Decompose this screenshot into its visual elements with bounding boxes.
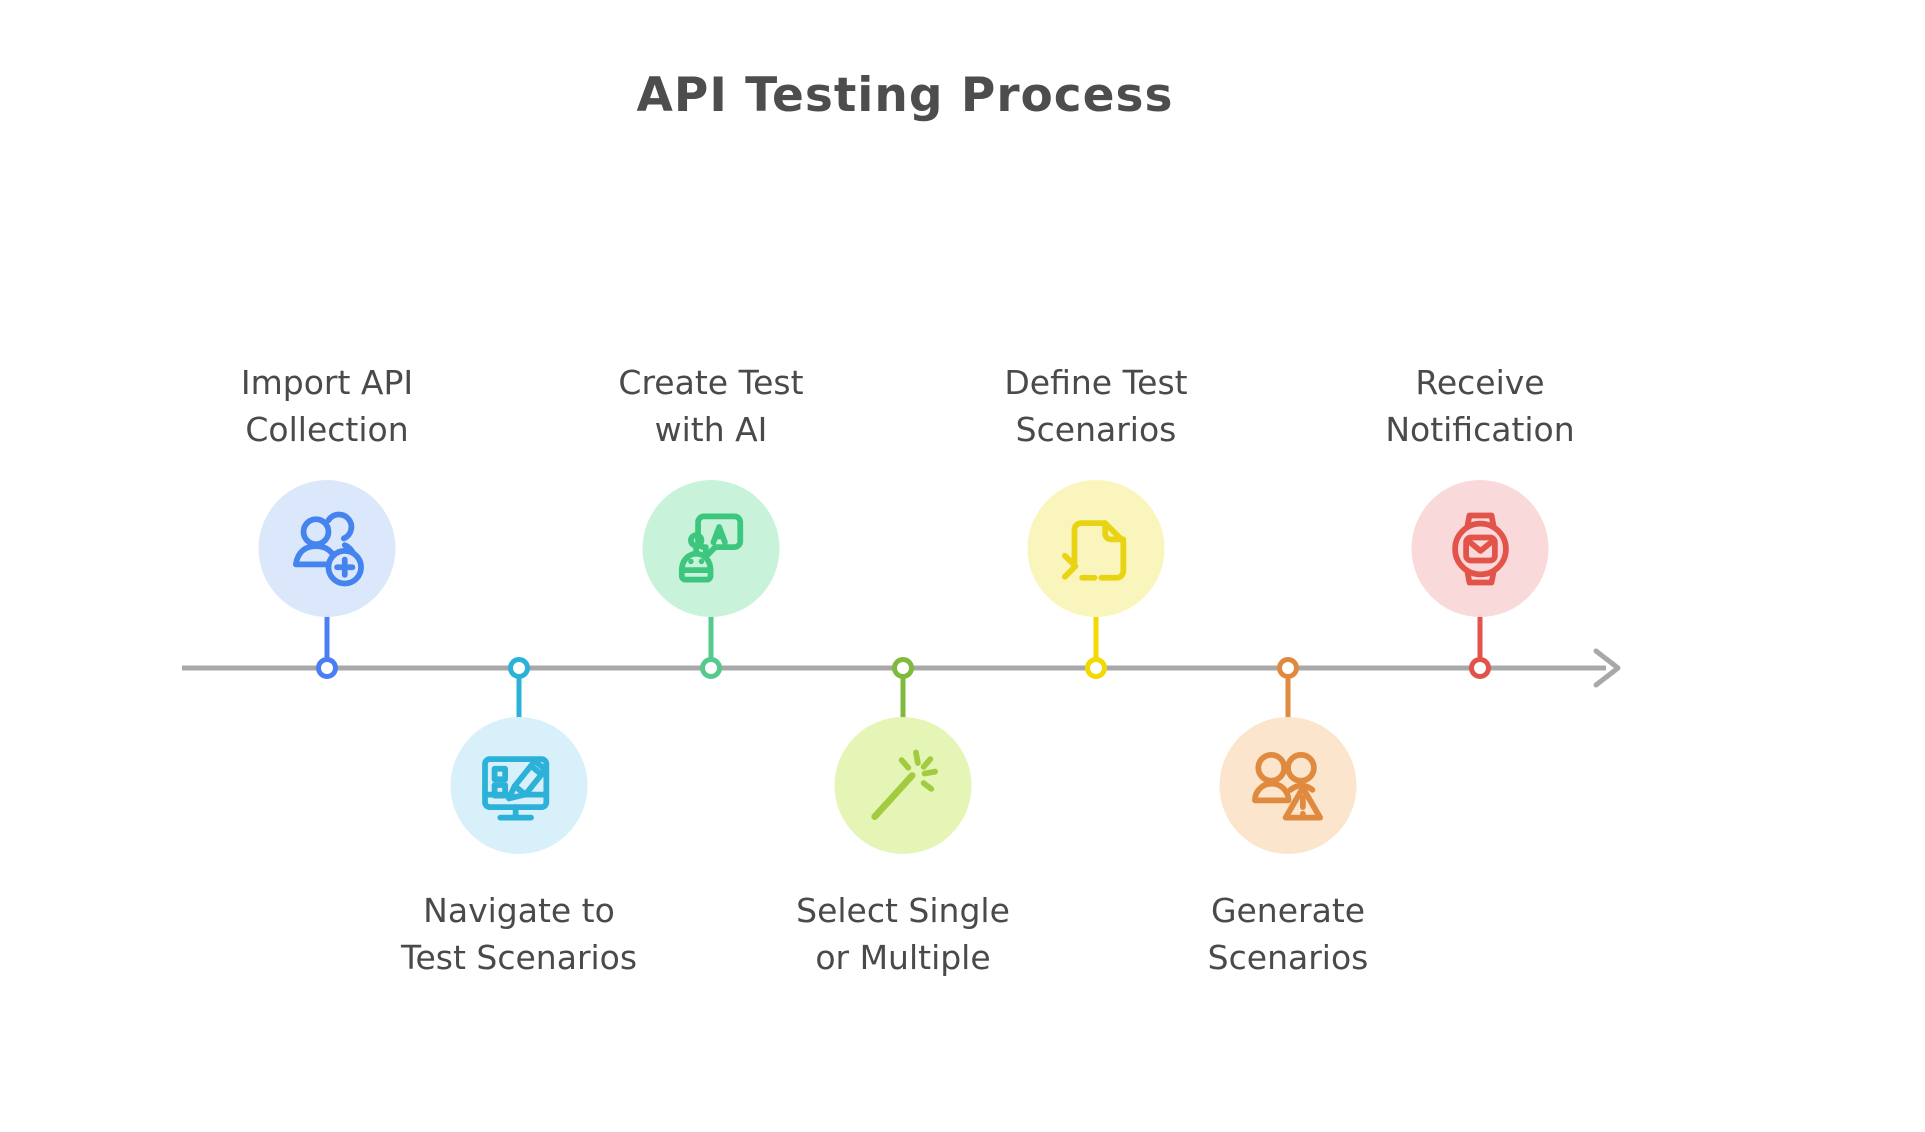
step-icon-bubble — [642, 480, 780, 617]
connector-stem — [1093, 600, 1099, 668]
step-select-single-or-multiple: Select Single or Multiple — [738, 0, 1068, 1132]
step-import-api-collection: Import API Collection — [162, 0, 492, 1132]
monitor-edit-icon — [481, 755, 549, 820]
step-label: Generate Scenarios — [1207, 891, 1369, 977]
step-navigate-to-test-scenarios: Navigate to Test Scenarios — [354, 0, 684, 1132]
timeline-node-dot — [1469, 657, 1491, 679]
timeline-node-dot — [1085, 657, 1107, 679]
step-receive-notification: Receive Notification — [1315, 0, 1645, 1132]
step-icon-bubble — [1219, 717, 1357, 854]
add-user-icon — [292, 511, 364, 586]
timeline-node-dot — [316, 657, 338, 679]
connector-stem — [324, 600, 330, 668]
timeline-arrowhead-icon — [1593, 648, 1621, 688]
connector-stem — [900, 668, 906, 728]
step-label: Define Test Scenarios — [1004, 363, 1188, 449]
step-label: Select Single or Multiple — [796, 891, 1010, 977]
step-label: Receive Notification — [1385, 363, 1575, 449]
timeline-node-dot — [508, 657, 530, 679]
step-label: Create Test with AI — [618, 363, 804, 449]
magic-wand-icon — [870, 749, 938, 820]
step-icon-bubble — [1411, 480, 1549, 617]
step-label: Navigate to Test Scenarios — [400, 891, 638, 977]
step-define-test-scenarios: Define Test Scenarios — [931, 0, 1261, 1132]
step-generate-scenarios: Generate Scenarios — [1123, 0, 1453, 1132]
step-icon-bubble — [834, 717, 972, 854]
timeline-node-dot — [1277, 657, 1299, 679]
connector-stem — [1477, 600, 1483, 668]
diagram-title: API Testing Process — [636, 68, 1174, 123]
step-icon-bubble — [1027, 480, 1165, 617]
step-icon-bubble — [258, 480, 396, 617]
connector-stem — [516, 668, 522, 728]
connector-stem — [1285, 668, 1291, 728]
watch-mail-icon — [1451, 512, 1509, 585]
step-icon-bubble — [450, 717, 588, 854]
step-create-test-with-ai: Create Test with AI — [546, 0, 876, 1132]
step-label: Import API Collection — [240, 363, 414, 449]
robot-chat-icon — [678, 513, 743, 583]
code-file-icon — [1061, 519, 1126, 581]
connector-stem — [708, 600, 714, 668]
timeline-node-dot — [892, 657, 914, 679]
users-warning-icon — [1251, 751, 1323, 820]
timeline-node-dot — [700, 657, 722, 679]
